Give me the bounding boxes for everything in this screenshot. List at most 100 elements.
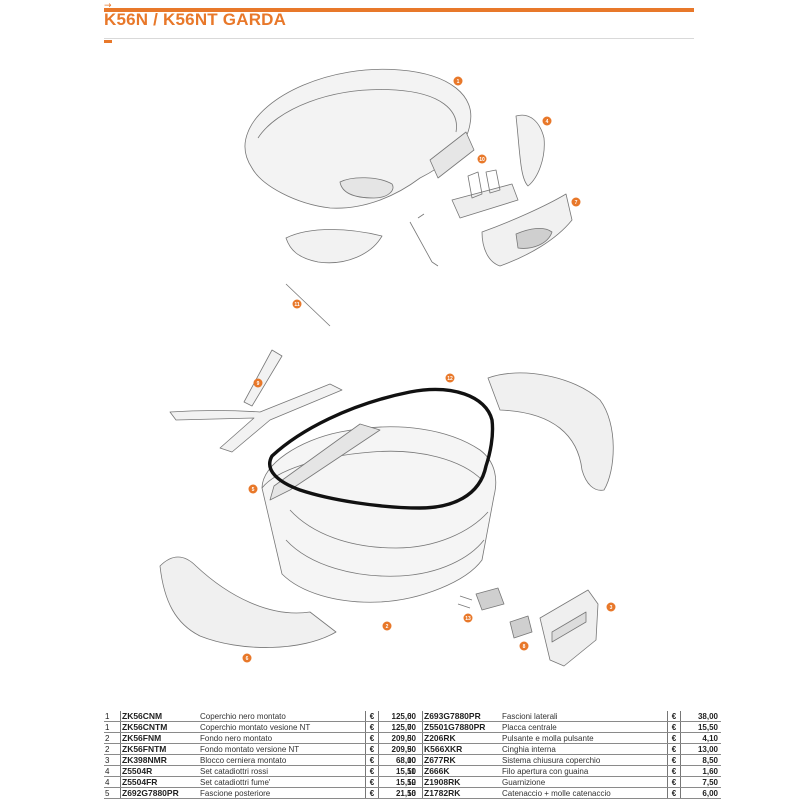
callout-label-5: 5 [252,487,255,493]
part-number: 9 [406,743,423,755]
part-code: Z1782RK [422,787,501,799]
part-number: 4 [104,776,121,788]
internal-strap-part [169,349,343,453]
callout-circle-6 [242,653,252,663]
part-price: 38,00 [680,711,721,722]
part-price: 6,00 [680,787,721,799]
callout-circle-11 [292,299,302,309]
part-number: 10 [406,754,423,766]
part-description: Fascione posteriore [199,787,366,799]
part-price: 15,50 [378,765,419,777]
callout-label-1: 1 [457,79,460,85]
callout-label-8: 8 [523,644,526,650]
callout-label-11: 11 [294,302,300,308]
callout-circle-9 [253,378,263,388]
header-accent-bar [104,8,694,12]
part-code: ZK398NMR [120,754,199,766]
part-code: ZK56FNM [120,732,199,744]
part-price: 4,10 [680,732,721,744]
part-description: Sistema chiusura coperchio [501,754,668,766]
callout-circle-5 [248,484,258,494]
part-code: ZK56CNTM [120,721,199,733]
part-description: Coperchio nero montato [199,711,366,722]
reflector-part [285,114,545,264]
part-price: 13,00 [680,743,721,755]
currency-symbol: € [365,711,379,722]
part-description: Filo apertura con guaina [501,765,668,777]
callout-label-2: 2 [386,624,389,630]
part-description: Placca centrale [501,721,668,733]
part-code: Z677RK [422,754,501,766]
header-divider [104,38,694,39]
part-description: Catenaccio + molle catenaccio [501,787,668,799]
part-price: 125,00 [378,721,419,733]
header-accent-mark [104,40,112,43]
part-price: 21,50 [378,787,419,799]
callout-circle-7 [571,197,581,207]
part-number: 3 [104,754,121,766]
part-number: 8 [406,732,423,744]
currency-symbol: € [365,754,379,766]
part-code: Z1908RK [422,776,501,788]
part-price: 209,50 [378,732,419,744]
part-code: ZK56FNTM [120,743,199,755]
latch-part [457,587,533,639]
header-arrow-icon: → [104,1,112,11]
part-code: Z5504R [120,765,199,777]
part-number: 4 [104,765,121,777]
part-price: 1,60 [680,765,721,777]
part-code: Z5504FR [120,776,199,788]
side-band-part [159,372,614,648]
part-number: 2 [104,732,121,744]
part-code: Z5501G7880PR [422,721,501,733]
part-description: Guarnizione [501,776,668,788]
hinge-block-part [539,589,599,667]
part-number: 7 [406,721,423,733]
part-description: Cinghia interna [501,743,668,755]
currency-symbol: € [365,787,379,799]
callout-label-6: 6 [246,656,249,662]
part-number: 6 [406,711,423,722]
callout-label-13: 13 [465,616,471,622]
currency-symbol: € [667,765,681,777]
currency-symbol: € [365,743,379,755]
part-description: Blocco cerniera montato [199,754,366,766]
part-price: 15,50 [680,721,721,733]
part-code: Z206RK [422,732,501,744]
currency-symbol: € [365,776,379,788]
currency-symbol: € [365,765,379,777]
page-title: K56N / K56NT GARDA [104,10,287,29]
part-code: Z693G7880PR [422,711,501,722]
callout-label-9: 9 [257,381,260,387]
part-number: 5 [104,787,121,799]
part-code: ZK56CNM [120,711,199,722]
currency-symbol: € [667,776,681,788]
currency-symbol: € [365,732,379,744]
currency-symbol: € [667,754,681,766]
part-price: 15,50 [378,776,419,788]
callout-circle-4 [542,116,552,126]
callout-circle-12 [445,373,455,383]
part-description: Fascioni laterali [501,711,668,722]
part-price: 7,50 [680,776,721,788]
part-price: 125,00 [378,711,419,722]
part-code: Z692G7880PR [120,787,199,799]
callout-label-7: 7 [575,200,578,206]
part-price: 209,50 [378,743,419,755]
